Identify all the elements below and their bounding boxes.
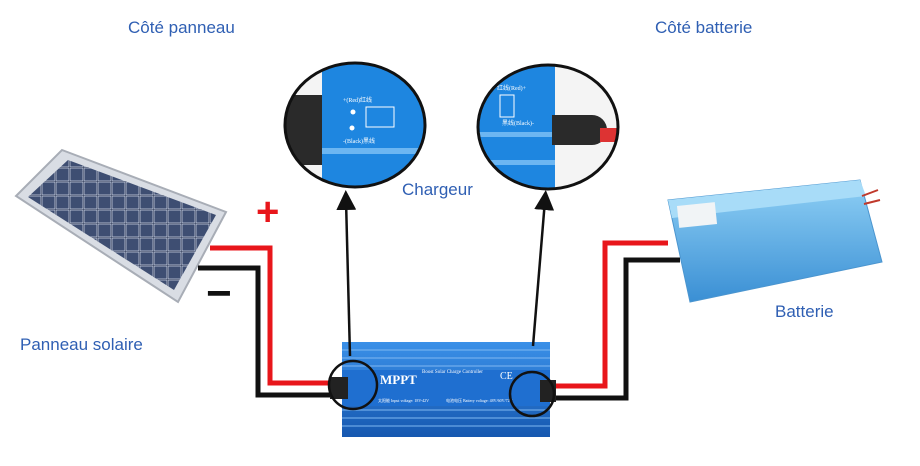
- battery-black-wire: [550, 257, 680, 401]
- left-black-label: -(Black)黑线: [343, 137, 375, 145]
- output-spec: 电池电压 Battery voltage: 48V/60V/72V: [446, 397, 513, 403]
- battery-side-label: Côté batterie: [655, 18, 753, 37]
- zoom-panel-terminal: +(Red)红线 -(Black)黑线: [283, 61, 427, 189]
- panel-side-label: Côté panneau: [128, 18, 235, 37]
- wires: [198, 240, 680, 401]
- battery-red-wire: [545, 240, 668, 389]
- battery-label: Batterie: [775, 302, 834, 321]
- panel-red-wire: [210, 245, 345, 386]
- input-spec: 太阳能 Input voltage: 18V-42V: [378, 397, 429, 403]
- solar-panel-label: Panneau solaire: [20, 335, 143, 354]
- right-black-label: 黑线(Black)-: [502, 119, 534, 127]
- charger-label: Chargeur: [402, 180, 473, 199]
- controller-brand: MPPT: [380, 372, 417, 387]
- battery-pack: [667, 179, 883, 303]
- panel-terminal-highlight: [327, 359, 379, 411]
- solar-panel: [14, 148, 228, 304]
- ce-mark: CE: [500, 371, 513, 382]
- controller-subtitle: Boost Solar Charge Controller: [422, 370, 483, 375]
- left-red-label: +(Red)红线: [343, 96, 372, 104]
- negative-sign: −: [206, 269, 232, 318]
- zoom-battery-terminal: 红线(Red)+ 黑线(Black)-: [476, 63, 620, 191]
- positive-sign: +: [256, 190, 280, 234]
- battery-terminal-highlight: [508, 370, 556, 418]
- panel-black-wire: [198, 265, 340, 398]
- arrow-right: [531, 190, 555, 347]
- charge-controller: MPPT Boost Solar Charge Controller CE 太阳…: [327, 342, 556, 437]
- right-red-label: 红线(Red)+: [497, 84, 527, 92]
- arrow-left: [336, 190, 357, 357]
